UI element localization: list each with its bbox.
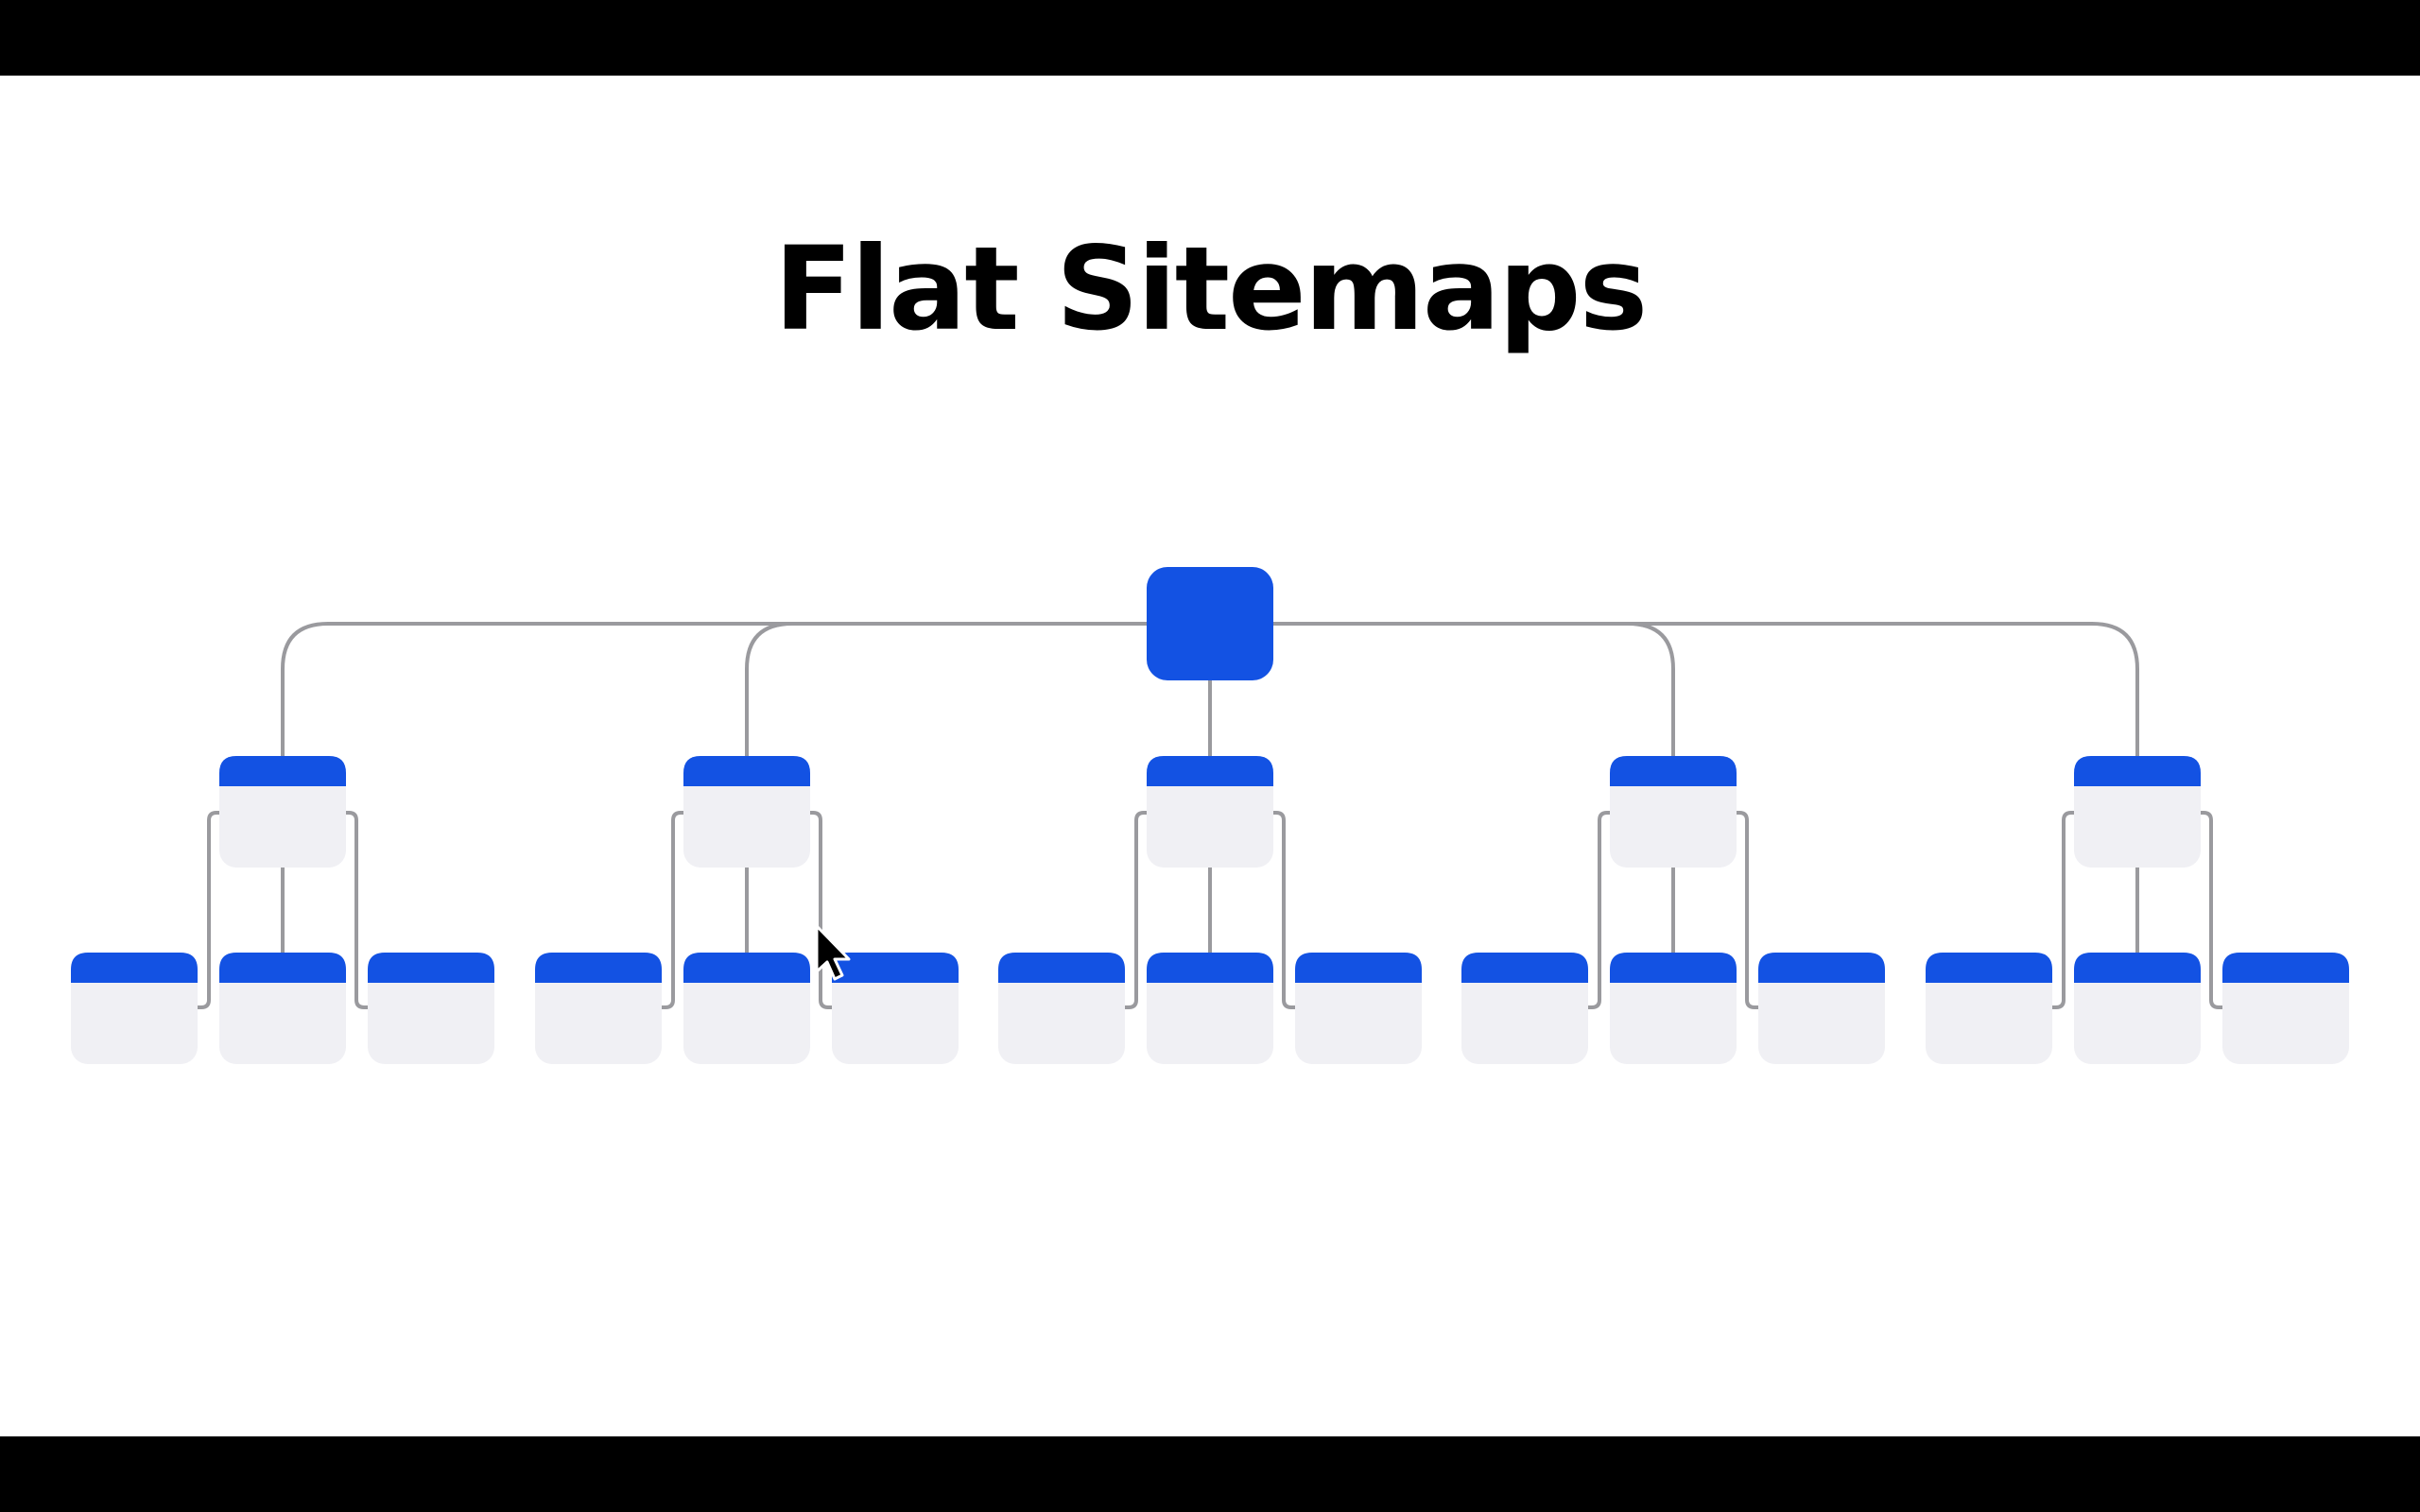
connector-root-section-4 bbox=[1210, 622, 1675, 756]
page-5b-node bbox=[2074, 953, 2201, 1064]
connector-section-2-left bbox=[662, 811, 683, 1009]
connector-root-section-5 bbox=[1210, 622, 2139, 756]
sitemap-diagram bbox=[71, 567, 2349, 1064]
page-4c-node bbox=[1758, 953, 1885, 1064]
page-1c-node bbox=[368, 953, 494, 1064]
mouse-pointer-icon bbox=[815, 924, 851, 981]
connector-section-3-left bbox=[1125, 811, 1147, 1009]
letterbox-bottom bbox=[0, 1436, 2420, 1512]
connector-section-5-right bbox=[2201, 811, 2222, 1009]
page-1a-node bbox=[71, 953, 198, 1064]
section-2-node bbox=[683, 756, 810, 868]
connector-section-1-right bbox=[346, 811, 368, 1009]
connector-root-section-1 bbox=[281, 622, 1210, 756]
section-3-node bbox=[1147, 756, 1273, 868]
connector-root-section-2 bbox=[745, 622, 1210, 756]
connector-section-3-right bbox=[1273, 811, 1295, 1009]
root-page bbox=[1147, 567, 1273, 680]
connector-section-4-left bbox=[1588, 811, 1610, 1009]
letterbox-top bbox=[0, 0, 2420, 76]
page-2a-node bbox=[535, 953, 662, 1064]
page-4a-node bbox=[1461, 953, 1588, 1064]
page-5a-node bbox=[1926, 953, 2052, 1064]
page-3b-node bbox=[1147, 953, 1273, 1064]
connector-lines bbox=[198, 622, 2222, 1009]
page-2b-node bbox=[683, 953, 810, 1064]
page-4b-node bbox=[1610, 953, 1737, 1064]
page-1b-node bbox=[219, 953, 346, 1064]
page-3c-node bbox=[1295, 953, 1422, 1064]
connector-section-1-left bbox=[198, 811, 219, 1009]
page-5c-node bbox=[2222, 953, 2349, 1064]
connector-section-4-right bbox=[1737, 811, 1758, 1009]
section-5-node bbox=[2074, 756, 2201, 868]
slide-title: Flat Sitemaps bbox=[773, 222, 1648, 356]
page-3a-node bbox=[998, 953, 1125, 1064]
sitemap-nodes bbox=[71, 567, 2349, 1064]
section-1-node bbox=[219, 756, 346, 868]
connector-section-2-right bbox=[810, 811, 832, 1009]
connector-section-5-left bbox=[2052, 811, 2074, 1009]
section-4-node bbox=[1610, 756, 1737, 868]
page-2c-node bbox=[832, 953, 959, 1064]
